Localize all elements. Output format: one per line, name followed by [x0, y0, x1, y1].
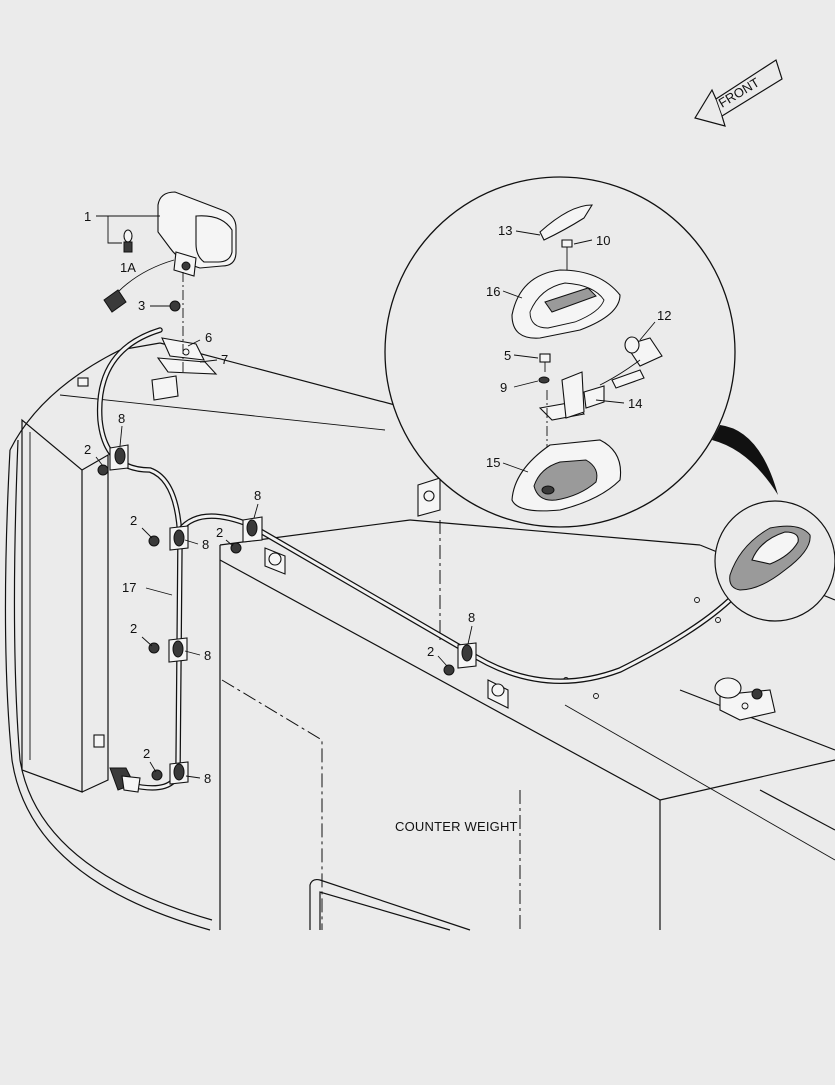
callout-2c: 2 [216, 525, 223, 540]
callout-2e: 2 [427, 644, 434, 659]
bolt-icon [230, 542, 242, 554]
bolt-icon [443, 664, 455, 676]
detail-view [384, 176, 736, 528]
clamp-icon [168, 637, 188, 663]
clamp-icon [169, 761, 189, 785]
callout-labels: 1 1A 3 6 7 8 2 8 2 8 2 17 2 8 2 8 2 8 13… [84, 209, 671, 786]
callout-8d: 8 [204, 648, 211, 663]
callout-2a: 2 [84, 442, 91, 457]
callout-9: 9 [500, 380, 507, 395]
callout-8e: 8 [468, 610, 475, 625]
callout-6: 6 [205, 330, 212, 345]
callout-16: 16 [486, 284, 500, 299]
beacon-location-circle [714, 500, 835, 622]
callout-3: 3 [138, 298, 145, 313]
callout-8b: 8 [254, 488, 261, 503]
leader-lines [95, 215, 656, 779]
callout-1: 1 [84, 209, 91, 224]
callout-7: 7 [221, 352, 228, 367]
callout-15: 15 [486, 455, 500, 470]
deck-fitting [714, 677, 776, 721]
callout-17: 17 [122, 580, 136, 595]
callout-8c: 8 [202, 537, 209, 552]
bulb-icon [123, 229, 133, 253]
callout-5: 5 [504, 348, 511, 363]
callout-1a: 1A [120, 260, 136, 275]
bolt-icon [151, 769, 163, 781]
clamp-icon [242, 516, 263, 543]
clamp-set [97, 444, 477, 785]
callout-8f: 8 [204, 771, 211, 786]
counterweight-label: COUNTER WEIGHT [395, 819, 518, 834]
callout-2b: 2 [130, 513, 137, 528]
detail-pointer-arrow [712, 425, 778, 495]
clamp-icon [169, 525, 189, 551]
callout-2d: 2 [130, 621, 137, 636]
work-lamp-assembly [103, 191, 237, 401]
bolt-icon [97, 464, 109, 476]
callout-14: 14 [628, 396, 642, 411]
front-arrow-icon: FRONT [694, 59, 783, 127]
clamp-icon [109, 444, 129, 471]
bolt-icon [148, 535, 160, 547]
callout-12: 12 [657, 308, 671, 323]
callout-13: 13 [498, 223, 512, 238]
callout-8a: 8 [118, 411, 125, 426]
callout-10: 10 [596, 233, 610, 248]
clamp-icon [457, 642, 477, 669]
callout-2f: 2 [143, 746, 150, 761]
